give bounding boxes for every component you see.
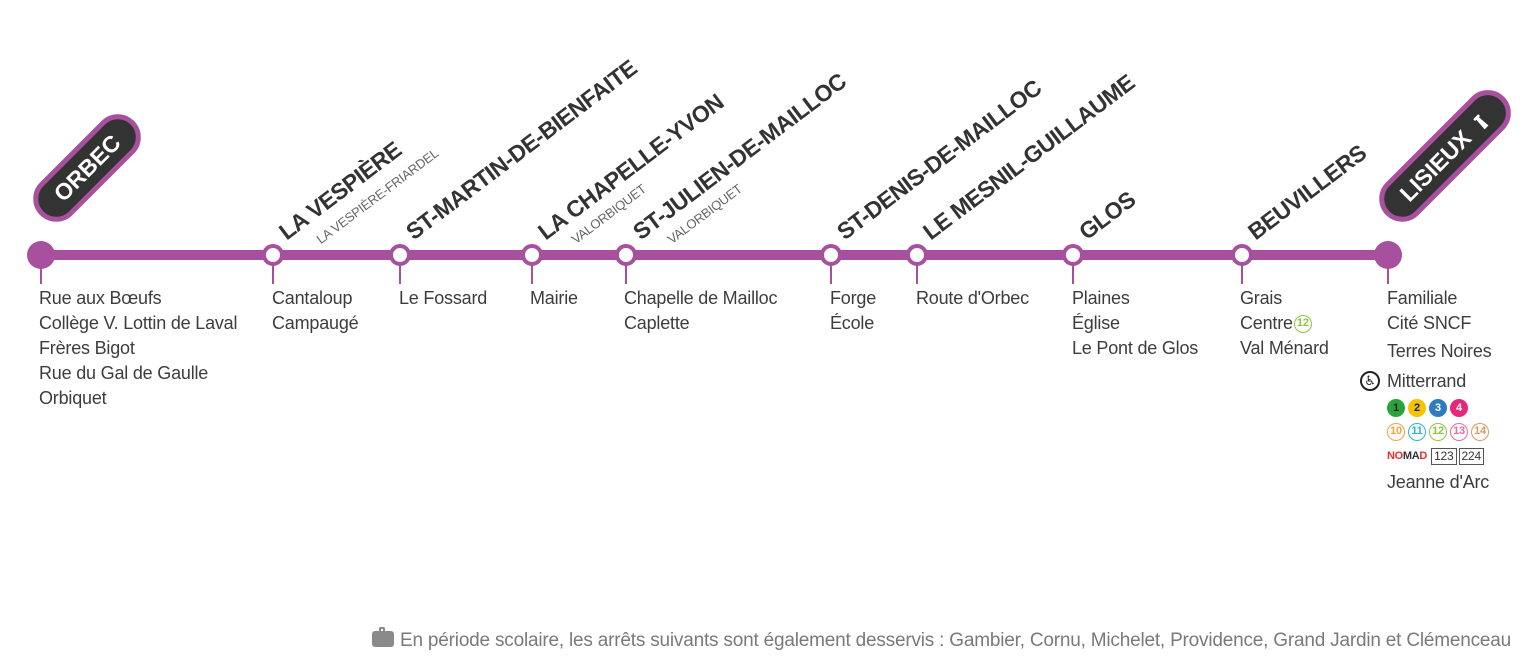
- stop-name: Route d'Orbec: [916, 288, 1029, 308]
- stop-list-orbec: Rue aux Bœufs Collège V. Lottin de Laval…: [39, 286, 237, 411]
- stop-list-le-mesnil: Route d'Orbec: [916, 286, 1029, 311]
- stop-name: Grais: [1240, 288, 1283, 308]
- stop-list-la-chapelle-yvon: Mairie: [530, 286, 578, 311]
- stop-name: Mairie: [530, 288, 578, 308]
- stop-list-st-martin: Le Fossard: [399, 286, 487, 311]
- stop-name: École: [830, 313, 875, 333]
- stop-name: Frères Bigot: [39, 338, 135, 358]
- stop-mitterrand: ♿ Mitterrand: [1360, 367, 1492, 395]
- line-1-badge: 1: [1387, 399, 1405, 418]
- stop-name: Plaines: [1072, 288, 1130, 308]
- stop-list-st-julien: Chapelle de Mailloc Caplette: [624, 286, 777, 336]
- line-3-badge: 3: [1429, 399, 1447, 418]
- stop-name: Chapelle de Mailloc: [624, 288, 778, 308]
- stop-name: Forge: [830, 288, 877, 308]
- stop-name: Rue aux Bœufs: [39, 288, 162, 308]
- terminus-label-lisieux: LISIEUX: [1369, 80, 1521, 232]
- stop-name: Orbiquet: [39, 388, 107, 408]
- stop-name: Terres Noires: [1387, 341, 1492, 361]
- stop-list-glos: Plaines Église Le Pont de Glos: [1072, 286, 1198, 361]
- stop-name: Mitterrand: [1387, 371, 1467, 391]
- stop-dot: [389, 244, 411, 266]
- terminus-dot-lisieux: [1374, 241, 1402, 269]
- stop-name: Collège V. Lottin de Laval: [39, 313, 238, 333]
- line-12-badge: 12: [1293, 315, 1312, 334]
- nomad-line-224: 224: [1458, 447, 1484, 465]
- stop-dot: [262, 244, 284, 266]
- line-13-badge: 13: [1450, 423, 1468, 442]
- stop-name: Le Fossard: [399, 288, 488, 308]
- line-14-badge: 14: [1471, 423, 1489, 442]
- stop-dot: [521, 244, 543, 266]
- stop-name: Caplette: [624, 313, 690, 333]
- nomad-line-123: 123: [1431, 447, 1457, 465]
- line-11-badge: 11: [1408, 423, 1426, 442]
- nomad-logo: NOMAD: [1387, 450, 1428, 463]
- stop-list-st-denis: Forge École: [830, 286, 876, 336]
- stop-dot: [1231, 244, 1253, 266]
- stop-name: Familiale: [1387, 288, 1458, 308]
- line-4-badge: 4: [1450, 399, 1468, 418]
- wheelchair-icon: ♿: [1360, 371, 1380, 391]
- stop-name: Rue du Gal de Gaulle: [39, 363, 209, 383]
- stop-list-lisieux: Familiale Cité SNCF Terres Noires ♿ Mitt…: [1360, 286, 1492, 496]
- stop-list-la-vespiere: Cantaloup Campaugé: [272, 286, 359, 336]
- stop-name: Cantaloup: [272, 288, 353, 308]
- stop-dot: [1062, 244, 1084, 266]
- stop-dot: [615, 244, 637, 266]
- stop-dot: [906, 244, 928, 266]
- stop-name: Église: [1072, 313, 1120, 333]
- stop-name: Jeanne d'Arc: [1387, 472, 1490, 493]
- terminus-dot-orbec: [27, 241, 55, 269]
- stop-dot: [820, 244, 842, 266]
- footer-text: En période scolaire, les arrêts suivants…: [400, 630, 1511, 651]
- briefcase-icon: [372, 627, 395, 647]
- school-period-note: En période scolaire, les arrêts suivants…: [372, 627, 1511, 652]
- lighthouse-icon: [1473, 114, 1489, 129]
- line-10-badge: 10: [1387, 423, 1405, 442]
- stop-name: Le Pont de Glos: [1072, 338, 1199, 358]
- stop-name: Cité SNCF: [1387, 313, 1472, 333]
- stop-name: Campaugé: [272, 313, 359, 333]
- stop-name: Val Ménard: [1240, 338, 1329, 358]
- line-2-badge: 2: [1408, 399, 1426, 418]
- line-12-badge: 12: [1429, 423, 1447, 442]
